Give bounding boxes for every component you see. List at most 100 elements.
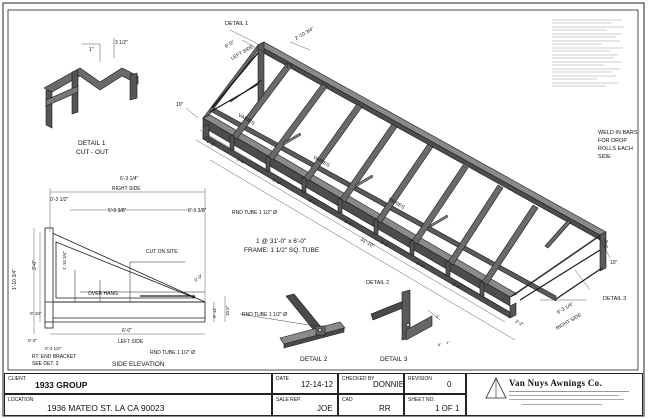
label-weld-note-3: ROLLS EACH — [598, 146, 633, 152]
revision-value: 0 — [447, 380, 452, 389]
label-weld-note-2: FOR DROP — [598, 138, 627, 144]
salerep-tag: SALE REP. — [276, 397, 302, 403]
client-value: 1933 GROUP — [35, 380, 88, 390]
label-weld-note-1: WELD IN BARS — [598, 130, 638, 136]
company-fineprint-4 — [522, 404, 602, 405]
label-side-elevation: SIDE ELEVATION — [112, 361, 165, 368]
label-dim-1-10-inner: 1'-10 3/4" — [62, 251, 67, 270]
label-dim-6-0s: 6'-0" — [122, 328, 132, 334]
label-frame-spec: FRAME: 1 1/2" SQ. TUBE — [244, 247, 320, 254]
date-cell: DATE 12-14-12 — [272, 373, 338, 394]
label-dim-3-4-a: 3'-4" — [236, 157, 247, 166]
label-detail3-right: DETAIL 3 — [603, 296, 626, 302]
title-block: CLIENT 1933 GROUP LOCATION 1936 MATEO ST… — [4, 373, 643, 416]
label-detail2: DETAIL 2 — [366, 280, 389, 286]
label-detail1-title: DETAIL 1 — [78, 140, 106, 147]
label-d3-dim-b: 6" — [438, 342, 442, 347]
label-dim-3-4-d: 3'-4" — [344, 219, 355, 228]
label-bracket-note-2: SEE DET. 3 — [32, 361, 59, 367]
revision-tag: REVISION — [408, 376, 432, 382]
label-weld-note-4: SIDE — [598, 154, 611, 160]
side-elevation-drawing — [44, 227, 206, 329]
label-d3-dim-a: 2" — [436, 314, 440, 319]
detail3-drawing — [370, 289, 441, 341]
label-dim-2-2: 2'-2" — [205, 139, 217, 149]
label-dim-2-2b: 2'-2" — [515, 319, 526, 328]
label-dim-1ft: 1' — [286, 64, 290, 70]
company-cell: Van Nuys Awnings Co. — [466, 373, 643, 416]
label-dim-10b: 10" — [610, 260, 618, 266]
client-cell: CLIENT 1933 GROUP — [4, 373, 272, 394]
label-dim-1-10: 1'-10 3/4" — [12, 269, 18, 290]
label-dim-3-0: 3'-0" — [604, 238, 610, 248]
checked-cell: CHECKED BY DONNIE — [338, 373, 404, 394]
company-fineprint-2 — [509, 395, 619, 396]
cad-tag: CAD — [342, 397, 353, 403]
location-value: 1936 MATEO ST. LA CA 90023 — [47, 403, 165, 413]
sheet-tag: SHEET NO. — [408, 397, 435, 403]
label-dim-0-3b: 0'-3 1/2" — [45, 346, 62, 351]
label-frame-qty: 1 @ 31'-0" x 6'-0" — [256, 238, 307, 245]
drawing-border — [7, 9, 639, 371]
company-fineprint-1 — [509, 391, 629, 392]
date-value: 12-14-12 — [301, 380, 334, 389]
main-dimension-lines — [185, 29, 611, 341]
label-detail3-title: DETAIL 3 — [380, 356, 408, 363]
salerep-cell: SALE REP. JOE — [272, 394, 338, 416]
sheet-value: 1 OF 1 — [435, 404, 460, 413]
label-detail1-top: DETAIL 1 — [225, 21, 248, 27]
label-side-top-dim: 6'-3 1/4" — [120, 176, 139, 182]
label-dim-3-4-e: 3'-4" — [380, 240, 391, 249]
label-dim-0-9: 0'-9 3/8" — [188, 208, 207, 214]
label-over-hang: OVER HANG — [88, 291, 118, 297]
revision-cell: REVISION 0 — [404, 373, 466, 394]
label-dim-0-10: 0'-10" — [30, 311, 42, 316]
company-fineprint-3 — [509, 399, 624, 400]
company-logo — [485, 377, 507, 399]
label-d3-dim-c: 1" — [446, 340, 450, 345]
label-cut-on-site: CUT ON SITE — [146, 249, 178, 255]
label-left-side-side: LEFT SIDE — [118, 339, 144, 345]
salerep-value: JOE — [317, 404, 333, 413]
label-bracket-note-1: RT. END BRACKET — [32, 354, 76, 360]
label-dim-10s: 10.5" — [225, 305, 230, 316]
label-dim-6-3: 6'-3 1/4" — [556, 301, 575, 315]
label-rnd-tube-side: RND TUBE 1 1/2" Ø — [150, 350, 195, 356]
label-dim-6-0-top: 6'-0" — [224, 39, 236, 49]
label-dim-10: 10" — [176, 102, 184, 108]
label-dim-0-3a: 0'-3 1/2" — [50, 197, 69, 203]
label-left-side-top: LEFT SIDE — [230, 44, 255, 62]
label-rnd-tube-d2: RND TUBE 1 1/2" Ø — [242, 312, 287, 318]
client-tag: CLIENT — [8, 376, 26, 382]
label-d1-dim-b: 3 1/2" — [115, 40, 128, 46]
label-dim-5-9: 5'-9 3/8" — [108, 208, 127, 214]
label-d1-dim-a: 1" — [89, 47, 94, 53]
label-dim-3-4-f: 3'-4" — [416, 261, 427, 270]
label-dim-2-10: 2'-10 3/4" — [294, 26, 315, 42]
cad-value: RR — [379, 404, 391, 413]
label-dim-0-2: 0'-2" — [28, 338, 37, 343]
detail1-drawing — [43, 38, 139, 129]
cad-cell: CAD RR — [338, 394, 404, 416]
checked-value: DONNIE — [373, 380, 405, 389]
label-right-side-side: RIGHT SIDE — [112, 186, 141, 192]
location-tag: LOCATION — [8, 397, 34, 403]
awning-frame-isometric — [202, 41, 607, 319]
label-dim-3-0s: 3'-0" — [32, 260, 38, 270]
label-dim-0-9b: 0'-9" — [193, 273, 203, 283]
general-notes-block — [552, 18, 637, 99]
general-notes-lines — [552, 19, 624, 87]
location-cell: LOCATION 1936 MATEO ST. LA CA 90023 — [4, 394, 272, 416]
label-dim-3-4-c: 3'-4" — [308, 198, 319, 207]
label-rnd-tube-main: RND TUBE 1 1/2" Ø — [232, 210, 277, 216]
checked-tag: CHECKED BY — [342, 376, 375, 382]
company-name: Van Nuys Awnings Co. — [509, 378, 603, 388]
detail2-drawing — [239, 293, 346, 349]
label-dim-3-4-g: 3'-4" — [452, 282, 463, 291]
label-detail2-title: DETAIL 2 — [300, 356, 328, 363]
side-elevation-dims — [33, 188, 226, 335]
label-dim-0-11: 0'-11" — [212, 306, 217, 318]
